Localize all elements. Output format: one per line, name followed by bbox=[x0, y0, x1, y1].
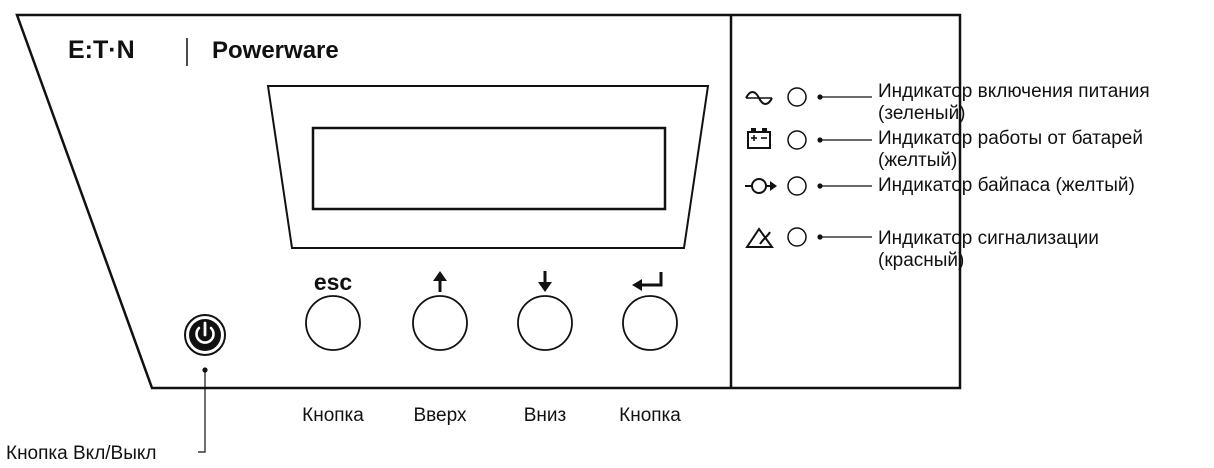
esc-caption: Кнопка bbox=[302, 405, 364, 426]
esc-button[interactable] bbox=[305, 295, 361, 351]
ac-power-callout: Индикатор включения питания (зеленый) bbox=[878, 81, 1150, 125]
ac-power-label: Индикатор включения питания bbox=[878, 81, 1150, 102]
alarm-icon bbox=[745, 227, 774, 248]
power-caption: Кнопка Вкл/Выкл bbox=[6, 443, 157, 464]
ac-power-color: (зеленый) bbox=[878, 103, 966, 124]
down-caption: Вниз bbox=[523, 405, 567, 426]
alarm-led bbox=[787, 227, 807, 247]
up-arrow-icon bbox=[433, 271, 447, 292]
battery-color: (желтый) bbox=[878, 150, 958, 171]
battery-callout: Индикатор работы от батарей (желтый) bbox=[878, 128, 1143, 172]
power-icon bbox=[195, 326, 215, 344]
alarm-label: Индикатор сигнализации bbox=[878, 228, 1099, 249]
powerware-logo: Powerware bbox=[212, 37, 339, 64]
enter-arrow-icon bbox=[632, 272, 663, 291]
up-caption: Вверх bbox=[413, 405, 467, 426]
lcd-screen bbox=[311, 126, 667, 211]
bypass-callout: Индикатор байпаса (желтый) bbox=[878, 175, 1135, 197]
down-button[interactable] bbox=[517, 295, 573, 351]
bypass-led bbox=[787, 176, 807, 196]
alarm-color: (красный) bbox=[878, 250, 965, 271]
down-arrow-icon bbox=[538, 271, 552, 292]
ac-power-icon bbox=[745, 91, 773, 105]
battery-label: Индикатор работы от батарей bbox=[878, 128, 1143, 149]
power-leader-line bbox=[198, 370, 206, 453]
esc-label: esc bbox=[314, 269, 353, 295]
bypass-icon bbox=[745, 178, 777, 194]
ac-power-led bbox=[787, 87, 807, 107]
bypass-label: Индикатор байпаса (желтый) bbox=[878, 175, 1135, 196]
display-bezel bbox=[266, 85, 710, 249]
enter-button[interactable] bbox=[622, 295, 678, 351]
up-button[interactable] bbox=[412, 295, 468, 351]
power-button[interactable] bbox=[184, 314, 226, 356]
eaton-logo: E:T·N bbox=[68, 36, 135, 64]
enter-caption: Кнопка bbox=[619, 405, 681, 426]
battery-led bbox=[787, 130, 807, 150]
alarm-callout: Индикатор сигнализации (красный) bbox=[878, 228, 1099, 272]
battery-icon bbox=[747, 128, 771, 149]
panel-outline bbox=[15, 13, 962, 390]
